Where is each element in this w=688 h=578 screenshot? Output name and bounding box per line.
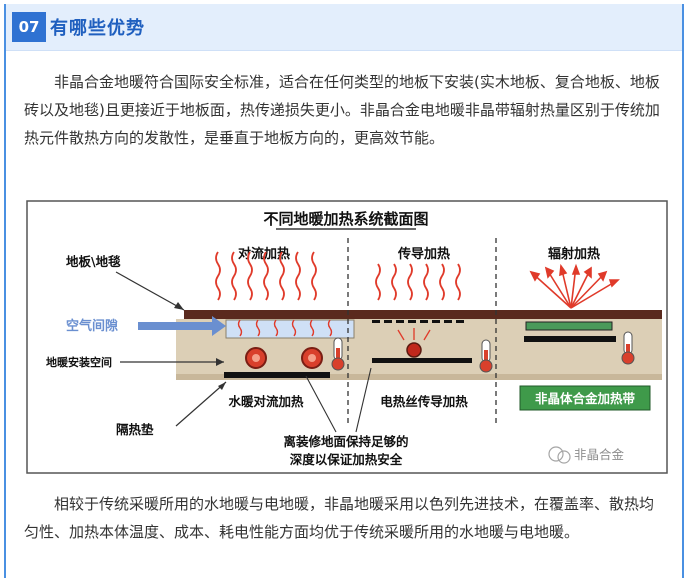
thermometer-icon-1 — [331, 337, 345, 371]
wechat-icon — [548, 446, 564, 462]
watermark-text: 非晶合金 — [574, 447, 625, 462]
thermometer-icon-3 — [621, 331, 635, 365]
note-line-1: 离装修地面保持足够的 — [283, 434, 408, 449]
heading-radiation: 辐射加热 — [548, 246, 600, 262]
radiation-arrows — [529, 263, 620, 309]
air-gap-arrow — [138, 316, 226, 336]
label-insulation: 隔热垫 — [116, 422, 154, 437]
amorphous-heating-band — [525, 321, 613, 331]
heading-conduction: 传导加热 — [397, 246, 450, 262]
floor-heating-cross-section-figure: 不同地暖加热系统截面图 对流加热 传导加热 辐射加热 — [26, 200, 668, 474]
comparison-paragraph: 相较于传统采暖所用的水地暖与电地暖，非晶地暖采用以色列先进技术，在覆盖率、散热均… — [24, 495, 655, 541]
section-header: 07 有哪些优势 — [6, 4, 682, 51]
label-floor: 地板\地毯 — [66, 254, 121, 269]
note-line-2: 深度以保证加热安全 — [290, 452, 403, 467]
intro-paragraph: 非晶合金地暖符合国际安全标准，适合在任何类型的地板下安装(实木地板、复合地板、地… — [24, 73, 660, 147]
insulation-pad — [224, 372, 330, 378]
label-amorphous: 非晶体合金加热带 — [535, 391, 636, 406]
section-card: 07 有哪些优势 非晶合金地暖符合国际安全标准，适合在任何类型的地板下安装(实木… — [4, 4, 684, 578]
wire-heater — [406, 342, 422, 358]
section-title: 有哪些优势 — [50, 18, 145, 39]
floor-slab — [184, 310, 662, 319]
thermometer-icon-2 — [479, 339, 493, 373]
watermark: 非晶合金 — [548, 446, 625, 464]
label-wire: 电热丝传导加热 — [380, 394, 468, 409]
figure-title: 不同地暖加热系统截面图 — [263, 210, 428, 228]
label-water: 水暖对流加热 — [228, 394, 304, 409]
convection-heat-waves — [215, 251, 317, 301]
conduction-heat-waves — [375, 263, 461, 301]
label-install-space: 地暖安装空间 — [46, 355, 112, 369]
section-number: 07 — [12, 12, 46, 42]
amorphous-label-box — [519, 385, 651, 411]
air-gap-cavity — [225, 319, 355, 339]
label-air-gap: 空气间隙 — [66, 318, 118, 334]
